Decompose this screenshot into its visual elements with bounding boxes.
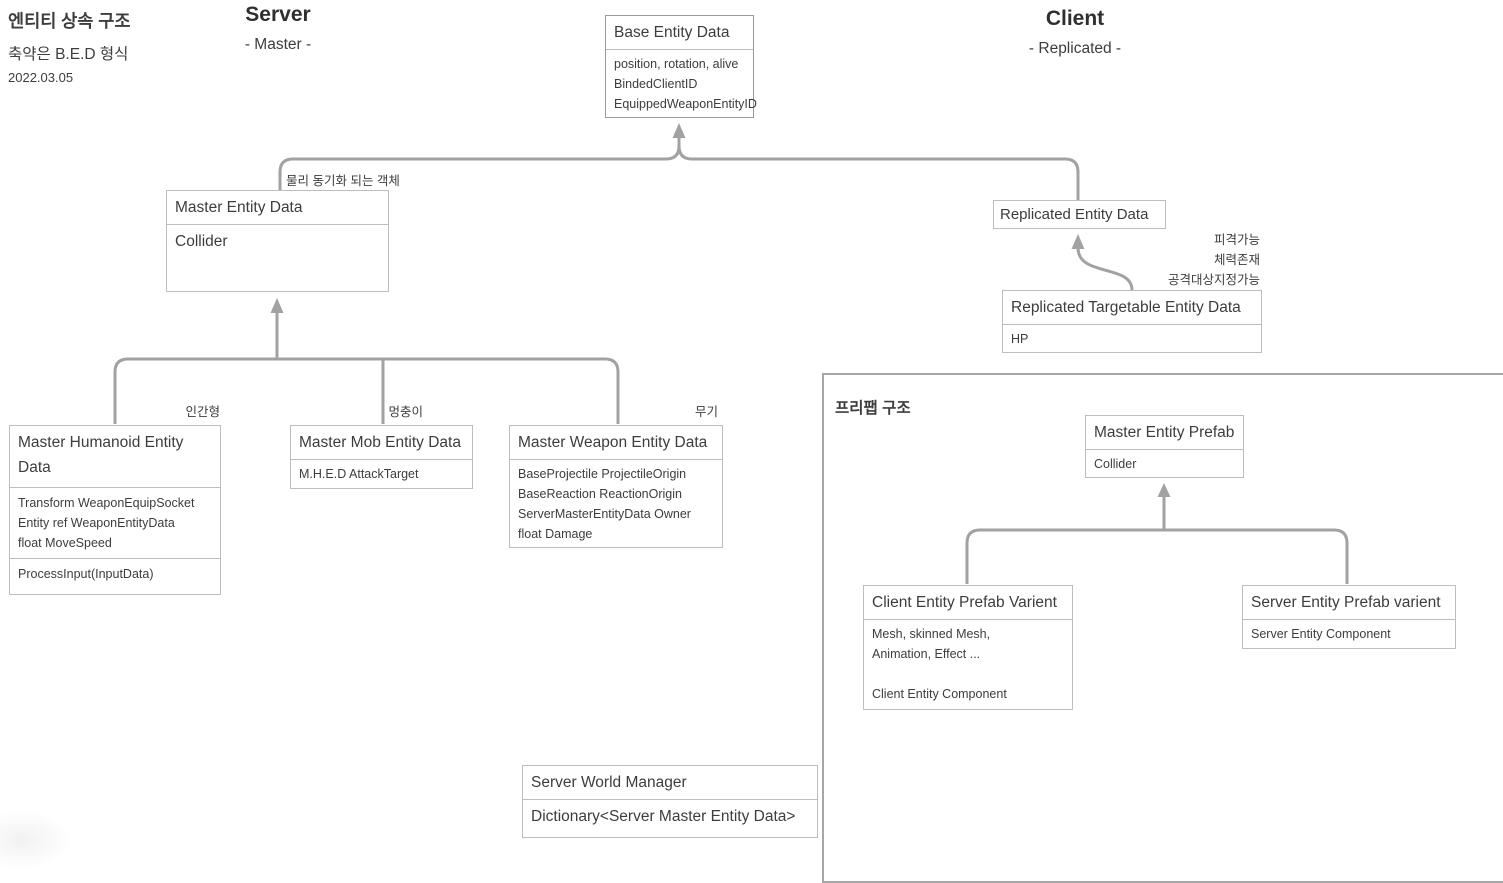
server-heading-title: Server xyxy=(245,3,311,26)
field: Entity ref WeaponEntityData xyxy=(18,516,175,530)
node-title: Master Humanoid Entity Data xyxy=(18,434,184,476)
arrowhead-replicated xyxy=(1071,234,1085,249)
node-title: Master Entity Prefab xyxy=(1086,416,1243,450)
field: ServerMasterEntityData Owner xyxy=(518,507,691,521)
node-title: Server Entity Prefab varient xyxy=(1243,586,1455,620)
connector-replicated-to-base xyxy=(677,132,1080,201)
client-heading-subtitle: - Replicated - xyxy=(1028,40,1122,57)
connector-prefab-bracket xyxy=(965,528,1349,584)
field: Transform WeaponEquipSocket xyxy=(18,496,195,510)
node-master-mob-entity-data[interactable]: Master Mob Entity Data M.H.E.D AttackTar… xyxy=(290,425,473,489)
server-heading-subtitle: - Master - xyxy=(244,36,312,53)
label-mob[interactable]: 멍충이 xyxy=(388,405,423,419)
node-replicated-targetable-entity-data[interactable]: Replicated Targetable Entity Data HP xyxy=(1002,290,1262,353)
client-heading-title: Client xyxy=(1045,7,1105,30)
field: Animation, Effect ... xyxy=(872,647,981,661)
doc-subtitle: 축약은 B.E.D 형식 xyxy=(8,46,129,63)
connector-layer xyxy=(113,123,1349,584)
field: EquippedWeaponEntityID xyxy=(614,97,757,111)
note: 체력존재 xyxy=(1213,253,1260,267)
doc-title-block[interactable]: 엔티티 상속 구조 축약은 B.E.D 형식 2022.03.05 xyxy=(8,8,130,85)
label-physics-sync[interactable]: 물리 동기화 되는 객체 xyxy=(286,174,400,188)
label-humanoid[interactable]: 인간형 xyxy=(185,405,220,419)
node-title: Base Entity Data xyxy=(606,16,753,50)
field: float MoveSpeed xyxy=(18,536,112,550)
node-client-entity-prefab-varient[interactable]: Client Entity Prefab Varient Mesh, skinn… xyxy=(863,585,1073,710)
node-title: Replicated Entity Data xyxy=(1000,206,1149,223)
node-title: Master Entity Data xyxy=(167,191,388,225)
label-weapon[interactable]: 무기 xyxy=(694,405,718,419)
node-title: Server World Manager xyxy=(523,766,817,800)
node-replicated-entity-data[interactable]: Replicated Entity Data xyxy=(993,200,1166,229)
field: Dictionary<Server Master Entity Data> xyxy=(531,808,796,825)
node-title: Client Entity Prefab Varient xyxy=(864,586,1072,620)
arrowhead-master xyxy=(270,298,284,313)
connector-targetable-s-curve xyxy=(1076,247,1134,291)
node-master-weapon-entity-data[interactable]: Master Weapon Entity Data BaseProjectile… xyxy=(509,425,723,548)
field: Mesh, skinned Mesh, xyxy=(872,627,991,641)
field: M.H.E.D AttackTarget xyxy=(299,467,419,481)
field: HP xyxy=(1011,332,1029,346)
field: float Damage xyxy=(518,527,593,541)
server-heading[interactable]: Server - Master - xyxy=(198,3,358,54)
node-master-entity-prefab[interactable]: Master Entity Prefab Collider xyxy=(1085,415,1244,478)
node-server-entity-prefab-varient[interactable]: Server Entity Prefab varient Server Enti… xyxy=(1242,585,1456,649)
node-title: Master Weapon Entity Data xyxy=(510,426,722,460)
connector-master-to-base xyxy=(278,132,681,191)
field: Collider xyxy=(175,233,228,250)
field: Server Entity Component xyxy=(1251,627,1391,641)
label-targetable-notes[interactable]: 피격가능 체력존재 공격대상지정가능 xyxy=(1060,230,1260,290)
connector-children-bracket xyxy=(113,357,620,424)
arrowhead-prefab xyxy=(1157,483,1171,497)
doc-date: 2022.03.05 xyxy=(8,70,74,85)
note: 공격대상지정가능 xyxy=(1167,273,1260,287)
field: position, rotation, alive xyxy=(614,57,739,71)
field: Collider xyxy=(1094,457,1137,471)
prefab-section-title[interactable]: 프리팹 구조 xyxy=(835,400,911,417)
arrowhead-base xyxy=(672,123,686,138)
note: 피격가능 xyxy=(1213,233,1260,247)
node-master-entity-data[interactable]: Master Entity Data Collider xyxy=(166,190,389,292)
field: BaseProjectile ProjectileOrigin xyxy=(518,467,687,481)
node-title: Master Mob Entity Data xyxy=(291,426,472,460)
node-title: Replicated Targetable Entity Data xyxy=(1003,291,1261,325)
node-base-entity-data[interactable]: Base Entity Data position, rotation, ali… xyxy=(605,15,757,118)
field: Client Entity Component xyxy=(872,687,1007,701)
client-heading[interactable]: Client - Replicated - xyxy=(995,7,1155,58)
doc-title: 엔티티 상속 구조 xyxy=(8,11,131,31)
field: BaseReaction ReactionOrigin xyxy=(518,487,682,501)
node-server-world-manager[interactable]: Server World Manager Dictionary<Server M… xyxy=(522,765,818,838)
node-master-humanoid-entity-data[interactable]: Master Humanoid Entity Data Transform We… xyxy=(9,425,221,595)
field xyxy=(872,664,1064,684)
field: BindedClientID xyxy=(614,77,698,91)
method: ProcessInput(InputData) xyxy=(18,567,154,581)
